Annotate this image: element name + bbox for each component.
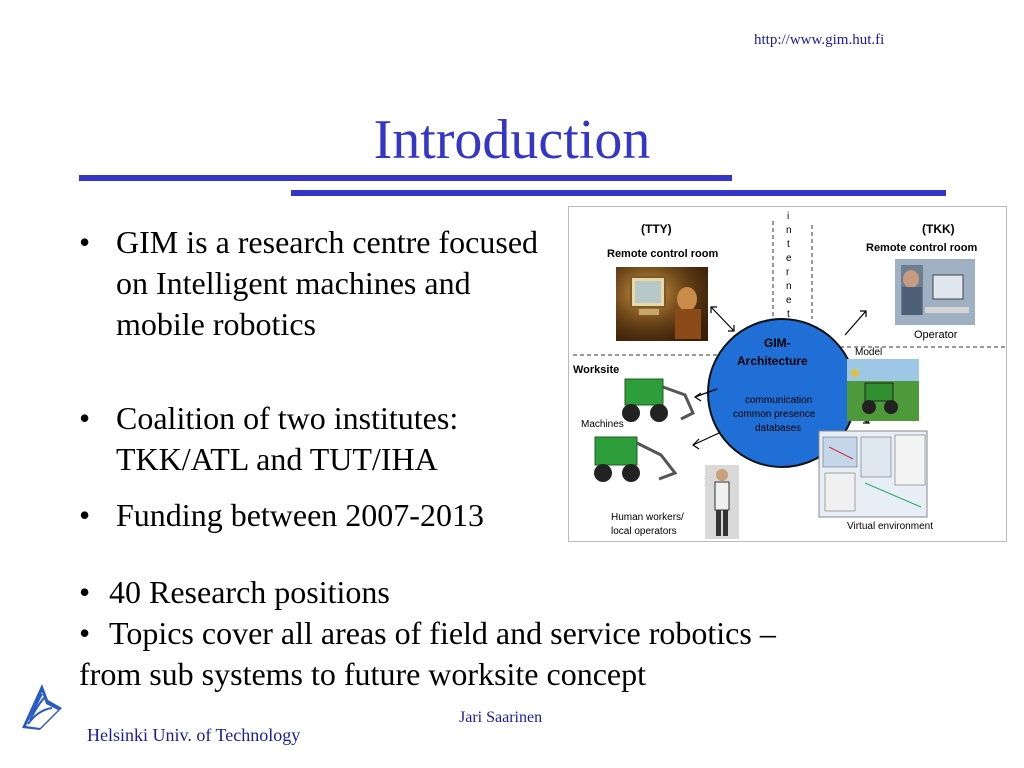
internet-letter: e bbox=[786, 295, 792, 306]
human-workers-label: Human workers/ bbox=[611, 512, 684, 523]
center-item: communication bbox=[745, 395, 812, 406]
bullet-item: • GIM is a research centre focused on In… bbox=[79, 222, 539, 345]
bullet-marker: • bbox=[79, 224, 91, 260]
tkk-room-label: Remote control room bbox=[866, 242, 977, 254]
gim-architecture-diagram: (TTY) Remote control room (TKK) Remote c… bbox=[568, 206, 1007, 542]
center-title-line2: Architecture bbox=[737, 354, 808, 368]
virtual-environment-image bbox=[818, 430, 928, 518]
tty-label: (TTY) bbox=[641, 222, 672, 236]
model-rendering-image bbox=[847, 359, 919, 421]
bullet-text: GIM is a research centre focused on Inte… bbox=[116, 224, 539, 342]
footer-institution: Helsinki Univ. of Technology bbox=[87, 725, 301, 745]
model-label: Model bbox=[855, 347, 882, 358]
tkk-operator-photo bbox=[895, 259, 975, 325]
virtual-environment-label: Virtual environment bbox=[847, 521, 933, 532]
tty-control-room-photo bbox=[616, 267, 708, 341]
hut-logo-icon bbox=[18, 680, 66, 732]
title-rule-lower bbox=[291, 190, 946, 196]
connection-arrows bbox=[692, 306, 870, 490]
internet-letter: r bbox=[786, 267, 790, 278]
tty-room-label: Remote control room bbox=[607, 248, 718, 260]
bullet-text: 40 Research positions bbox=[109, 574, 390, 610]
footer-author: Jari Saarinen bbox=[459, 709, 543, 726]
header-url[interactable]: http://www.gim.hut.fi bbox=[754, 32, 885, 48]
local-operators-label: local operators bbox=[611, 526, 677, 537]
bullet-item: • Funding between 2007-2013 bbox=[79, 495, 539, 536]
internet-letter: n bbox=[786, 225, 792, 236]
slide-title: Introduction bbox=[373, 109, 651, 171]
bullet-marker: • bbox=[79, 615, 91, 651]
bullet-item: • Topics cover all areas of field and se… bbox=[79, 613, 999, 695]
bullet-item: • 40 Research positions bbox=[79, 572, 879, 613]
center-item: databases bbox=[755, 423, 801, 434]
center-item: common presence bbox=[733, 409, 816, 420]
bullet-marker: • bbox=[79, 400, 91, 436]
bullet-item: • Coalition of two institutes: TKK/ATL a… bbox=[79, 398, 559, 480]
internet-letter: t bbox=[787, 309, 790, 320]
machines-label: Machines bbox=[581, 419, 624, 430]
machine-image-top bbox=[622, 378, 695, 422]
bullet-text: Funding between 2007-2013 bbox=[116, 497, 484, 533]
center-title-line1: GIM- bbox=[764, 336, 791, 350]
bullet-text: Coalition of two institutes: TKK/ATL and… bbox=[116, 400, 459, 477]
internet-letter: t bbox=[787, 239, 790, 250]
operator-label: Operator bbox=[914, 329, 958, 341]
human-worker-image bbox=[705, 465, 739, 539]
bullet-marker: • bbox=[79, 497, 91, 533]
tkk-label: (TKK) bbox=[922, 222, 955, 236]
worksite-label: Worksite bbox=[573, 364, 619, 376]
machine-image-bottom bbox=[594, 436, 678, 482]
bullet-text-line2: from sub systems to future worksite conc… bbox=[79, 656, 646, 692]
bullet-marker: • bbox=[79, 574, 91, 610]
internet-letter: n bbox=[786, 281, 792, 292]
internet-letter: e bbox=[786, 253, 792, 264]
internet-letter: i bbox=[787, 211, 789, 222]
title-rule-upper bbox=[79, 175, 732, 181]
bullet-text-line1: Topics cover all areas of field and serv… bbox=[109, 615, 776, 651]
